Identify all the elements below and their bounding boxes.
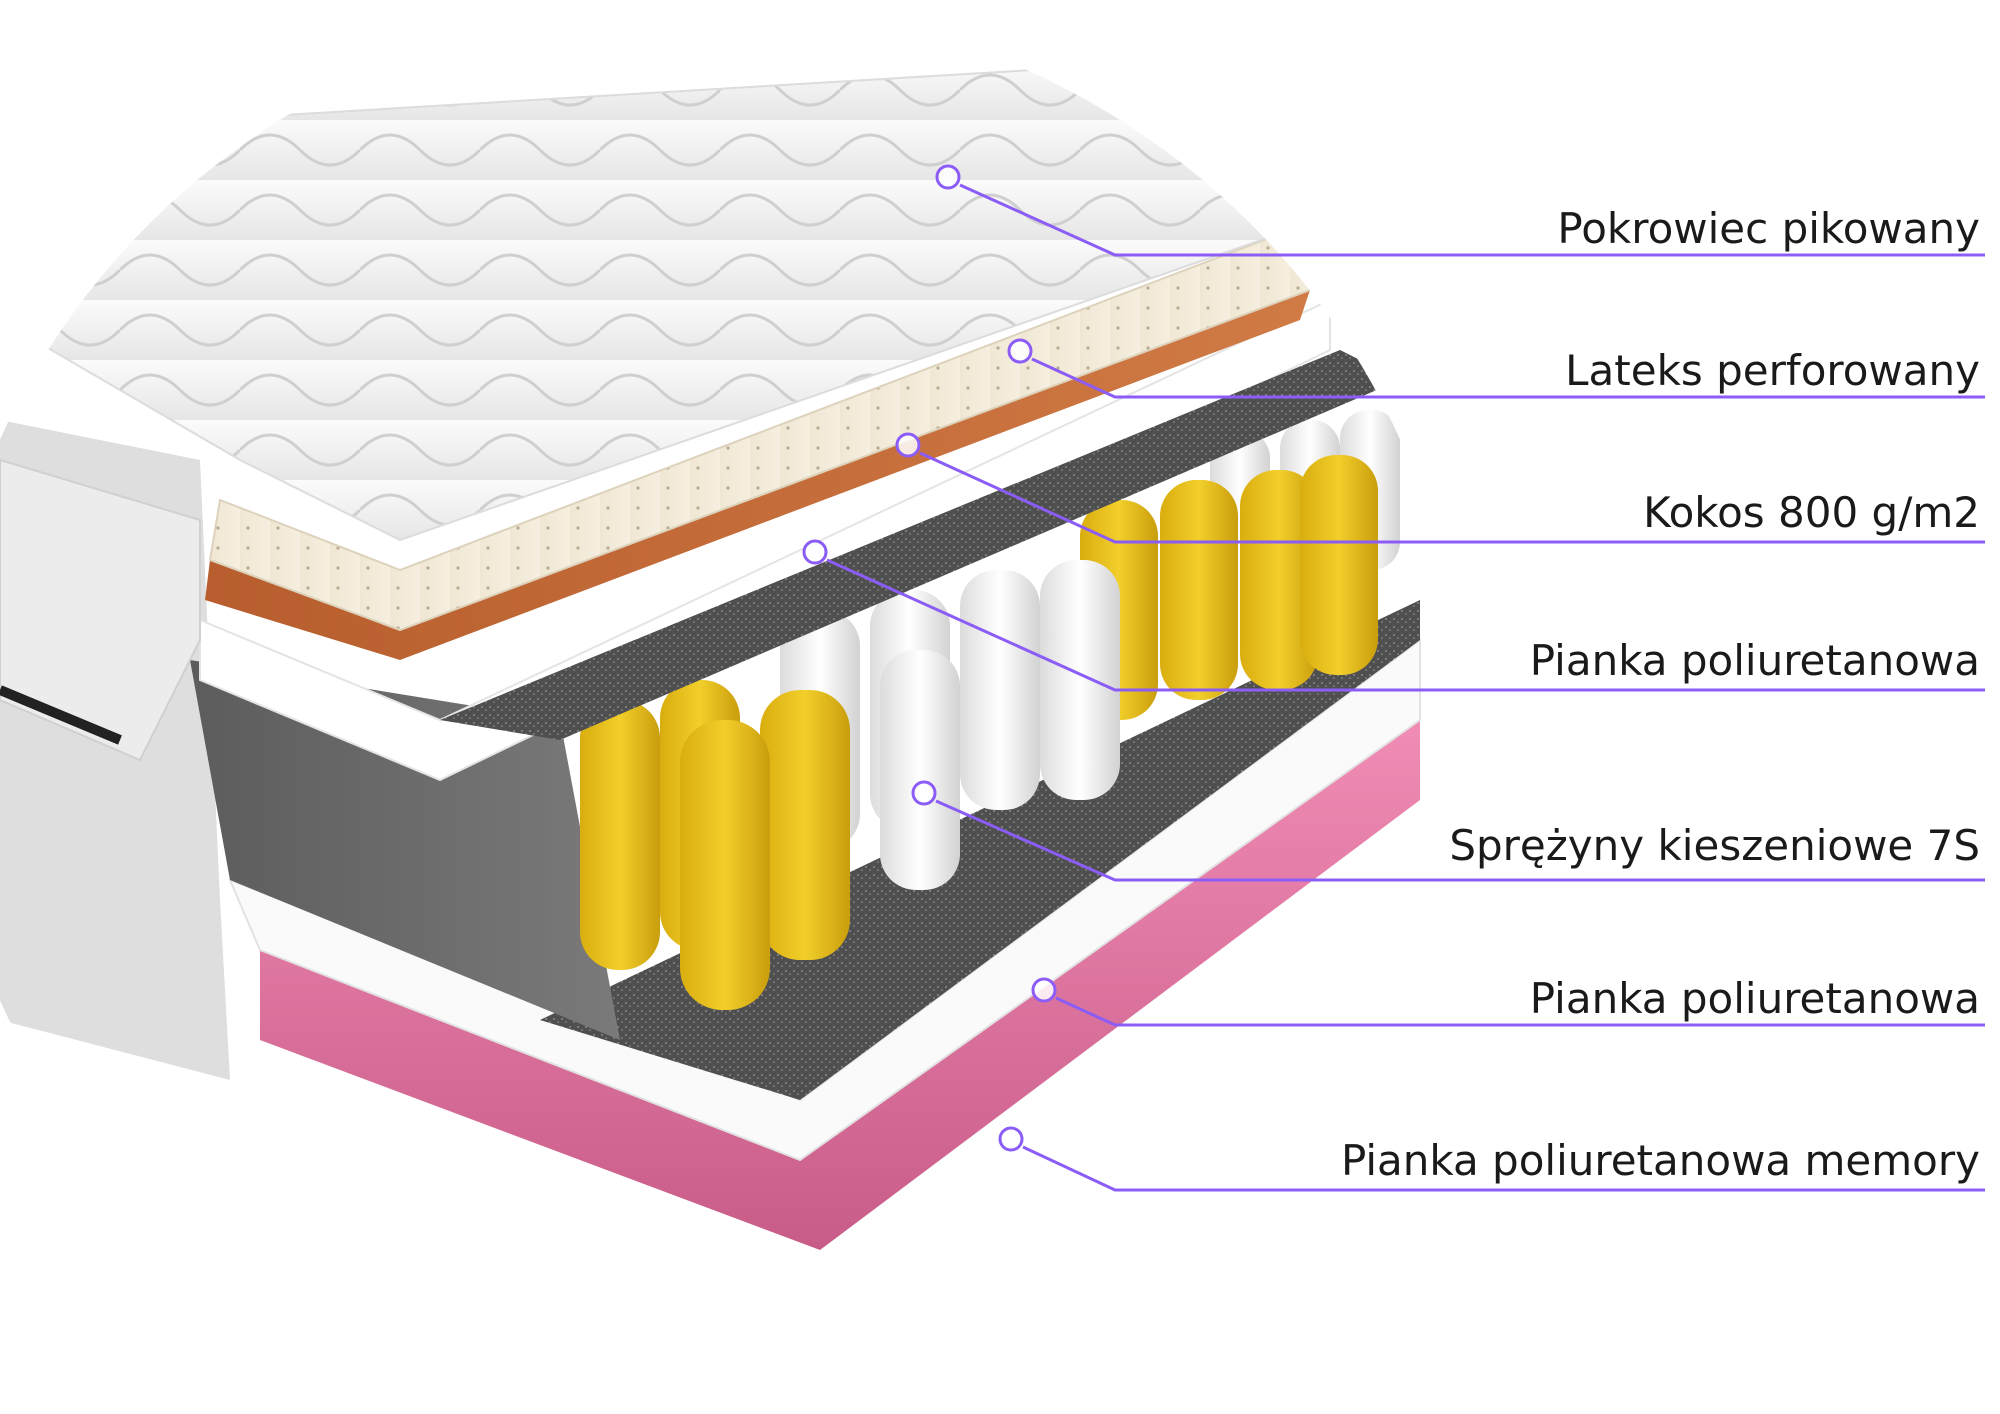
coconut-layer [205,290,1310,660]
pocket-springs [580,410,1400,1010]
callout-line [935,799,1985,882]
layer-label: Pianka poliuretanowa [1529,636,1980,685]
mattress-illustration [0,58,1421,1250]
callout-line [826,558,1985,692]
circle-marker-icon [1031,977,1057,1003]
grey-side-panel [190,660,620,1040]
zipper [0,685,122,745]
circle-marker-icon [935,164,961,190]
callout-line [1031,357,1985,399]
felt-top-band [440,350,1400,740]
layer-label: Pianka poliuretanowa memory [1340,1136,1980,1185]
circle-marker-icon [895,432,921,458]
memory-foam-layer [260,720,1420,1250]
callout-line [1022,1145,1985,1192]
callout-line [919,451,1985,544]
layer-label: Lateks perforowany [1565,346,1980,395]
layer-label: Kokos 800 g/m2 [1643,488,1980,537]
circle-marker-icon [802,539,828,565]
layer-label: Pianka poliuretanowa [1529,974,1980,1023]
cover-flap [0,458,201,762]
layer-label: Pokrowiec pikowany [1557,204,1980,253]
callout-line [959,183,1985,257]
callout-lines [802,164,1985,1192]
circle-marker-icon [1007,338,1033,364]
layer-label: Sprężyny kieszeniowe 7S [1449,821,1980,870]
circle-marker-icon [998,1126,1024,1152]
callout-line [1055,996,1985,1027]
circle-marker-icon [911,780,937,806]
